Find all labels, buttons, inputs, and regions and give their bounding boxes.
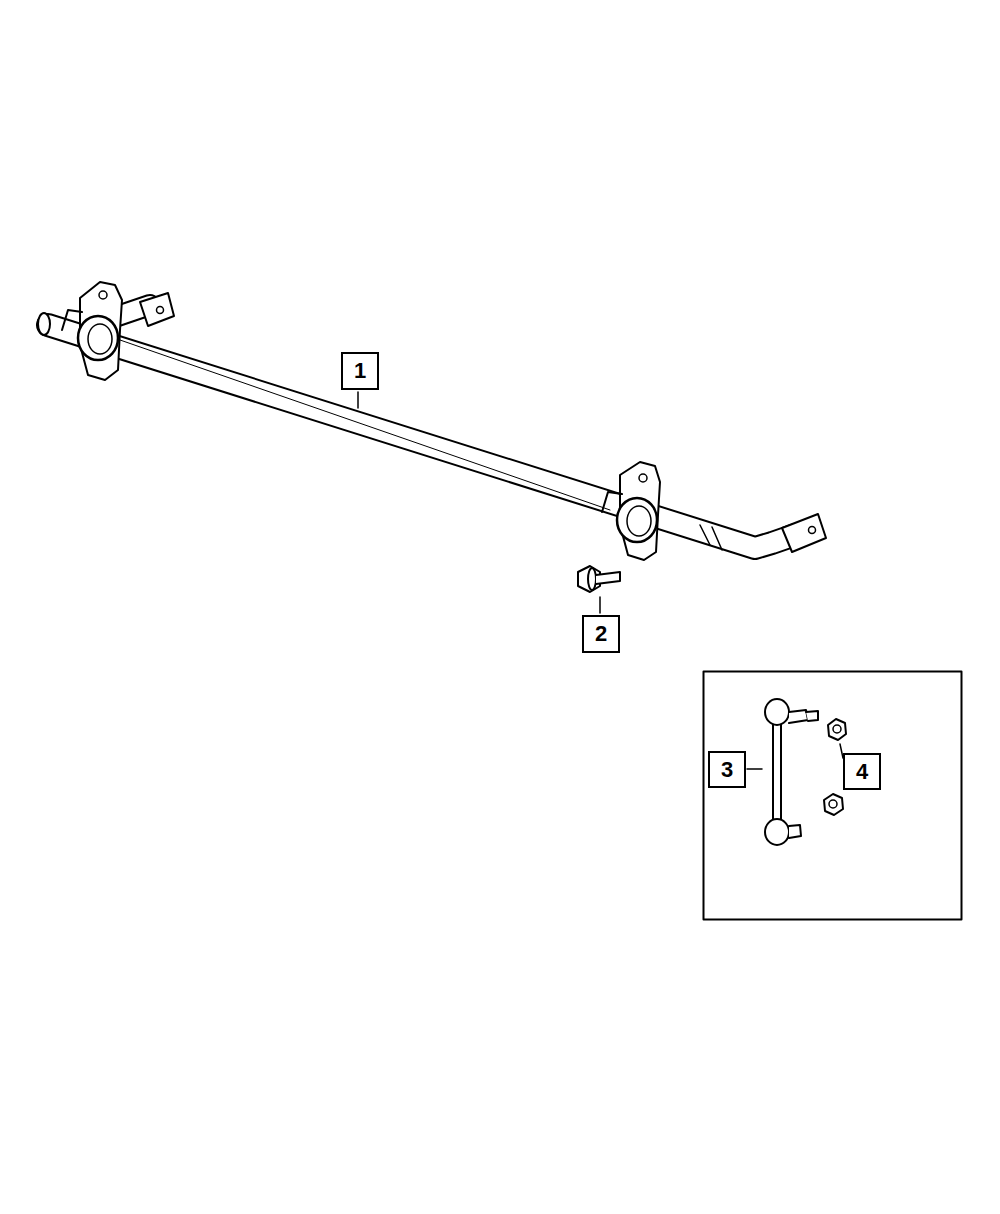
callout-box: 2 xyxy=(582,615,620,653)
callout-box: 1 xyxy=(341,352,379,390)
callout-box: 3 xyxy=(708,751,746,788)
callout-box: 4 xyxy=(843,753,881,790)
callout-number: 1 xyxy=(354,360,366,382)
callout-number: 3 xyxy=(721,759,733,781)
callout-number: 2 xyxy=(595,623,607,645)
callout-number: 4 xyxy=(856,761,868,783)
